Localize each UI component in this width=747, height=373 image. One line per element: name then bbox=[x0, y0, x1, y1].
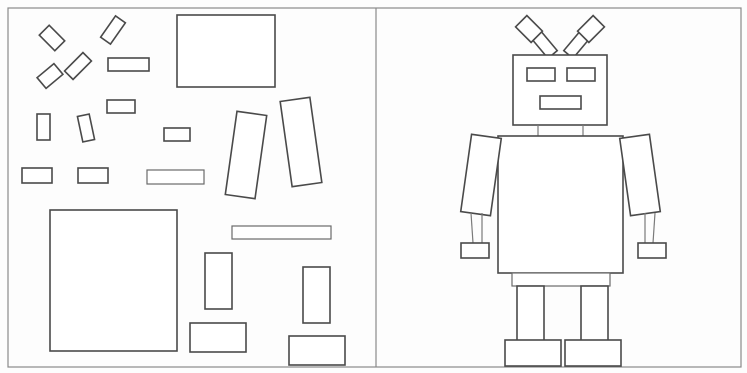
part-antenna-tip-1 bbox=[39, 25, 64, 50]
part-arm-1 bbox=[225, 111, 266, 198]
robot-body bbox=[498, 136, 623, 273]
robot-leg-left bbox=[517, 286, 544, 341]
robot-wrist-left-a bbox=[471, 213, 473, 243]
part-mouth bbox=[108, 58, 149, 71]
part-antenna-rod-1 bbox=[101, 16, 126, 44]
robot-panel bbox=[461, 16, 666, 366]
part-foot-1 bbox=[190, 323, 246, 352]
part-hand-2 bbox=[78, 168, 108, 183]
robot-leg-right bbox=[581, 286, 608, 341]
part-neck-2 bbox=[77, 114, 94, 142]
robot-mouth bbox=[540, 96, 581, 109]
robot-eye-left bbox=[527, 68, 555, 81]
part-body bbox=[50, 210, 177, 351]
parts-panel bbox=[22, 15, 345, 365]
part-foot-2 bbox=[289, 336, 345, 365]
robot-head bbox=[513, 55, 607, 125]
robot-arm-left bbox=[461, 134, 502, 215]
part-hand-1 bbox=[22, 168, 52, 183]
robot-arm-right bbox=[620, 134, 661, 215]
part-head bbox=[177, 15, 275, 87]
part-leg-1 bbox=[205, 253, 232, 309]
part-antenna-tip-2 bbox=[37, 64, 63, 89]
part-waist bbox=[147, 170, 204, 184]
part-shoulder-bar bbox=[232, 226, 331, 239]
robot-wrist-right-b bbox=[653, 213, 655, 243]
robot-waist bbox=[512, 273, 610, 286]
part-neck-1 bbox=[37, 114, 50, 140]
part-eye-1 bbox=[107, 100, 135, 113]
robot-foot-left bbox=[505, 340, 561, 366]
part-antenna-rod-2 bbox=[65, 53, 92, 80]
robot-hand-left bbox=[461, 243, 489, 258]
part-arm-2 bbox=[280, 97, 322, 186]
part-leg-2 bbox=[303, 267, 330, 323]
robot-hand-right bbox=[638, 243, 666, 258]
part-eye-2 bbox=[164, 128, 190, 141]
robot-foot-right bbox=[565, 340, 621, 366]
robot-eye-right bbox=[567, 68, 595, 81]
